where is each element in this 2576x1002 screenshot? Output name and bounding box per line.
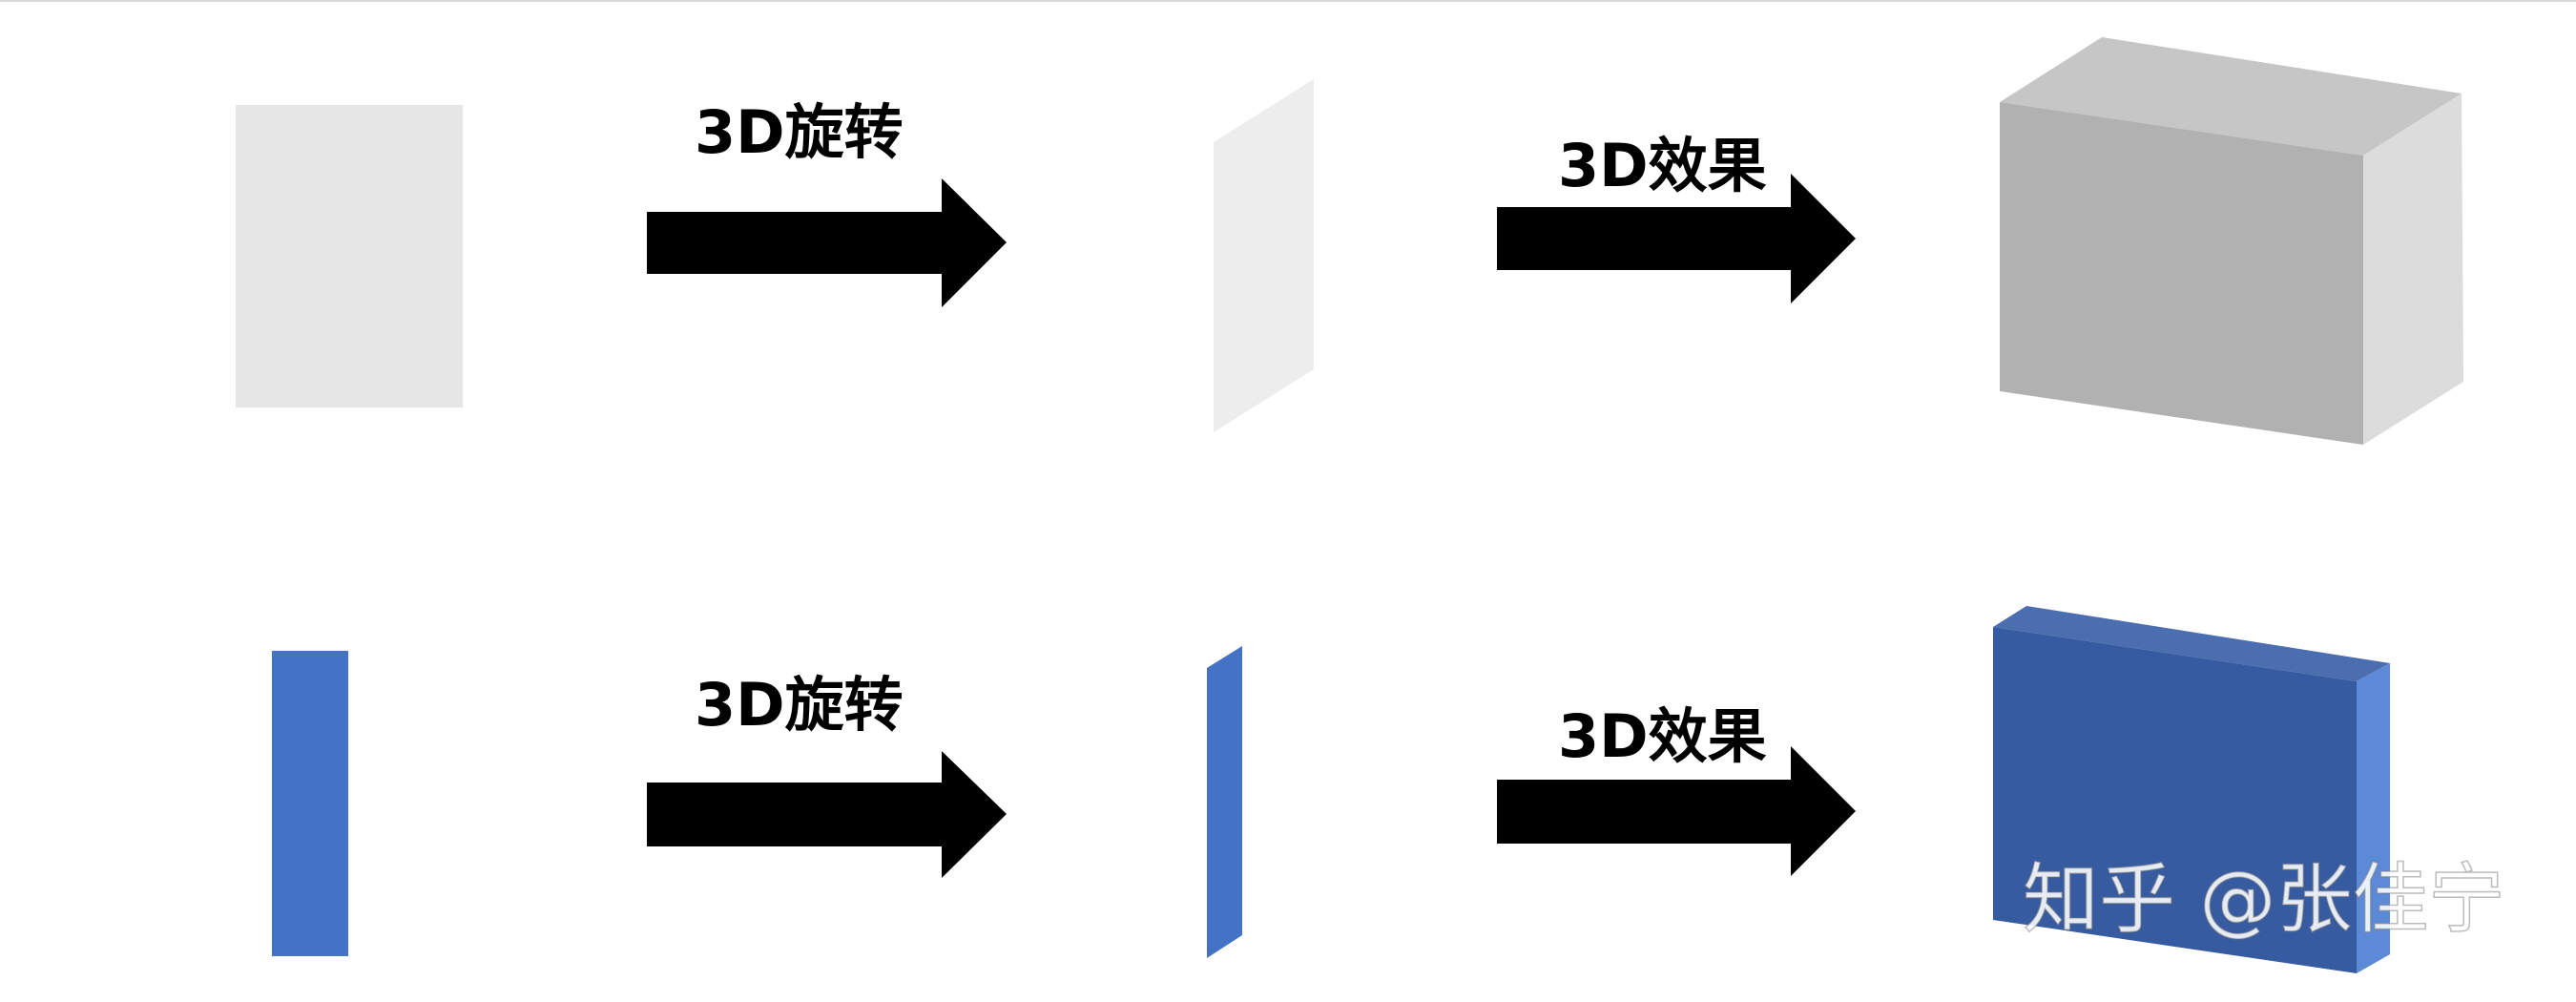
box-front-face-blue xyxy=(1993,627,2357,973)
flat-rectangle-gray xyxy=(236,105,463,407)
box-top-face-blue xyxy=(1993,606,2390,681)
box-3d-gray xyxy=(2000,37,2463,445)
box-side-face-gray xyxy=(2363,94,2463,445)
arrow-right-icon xyxy=(647,178,1007,307)
flat-rectangle-blue xyxy=(272,651,348,956)
row-gray: 3D旋转 3D效果 xyxy=(236,37,2463,445)
rotate-label-blue: 3D旋转 xyxy=(695,670,904,740)
box-3d-blue xyxy=(1993,606,2390,973)
rotate-label-gray: 3D旋转 xyxy=(695,97,904,167)
box-side-face-blue xyxy=(2357,663,2390,973)
rotated-plane-gray xyxy=(1214,79,1314,432)
arrow-right-icon xyxy=(1497,746,1856,876)
top-border-line xyxy=(0,0,2576,2)
arrow-right-icon xyxy=(1497,174,1856,303)
box-front-face-gray xyxy=(2000,102,2363,445)
effect-label-gray: 3D效果 xyxy=(1558,131,1767,200)
box-top-face-gray xyxy=(2000,37,2462,156)
watermark: 知乎 @张佳宁 xyxy=(2023,855,2504,944)
rotated-plane-blue xyxy=(1207,646,1242,958)
row-blue: 3D旋转 3D效果 xyxy=(272,606,2390,973)
arrow-right-icon xyxy=(647,751,1007,878)
effect-label-blue: 3D效果 xyxy=(1558,701,1767,771)
